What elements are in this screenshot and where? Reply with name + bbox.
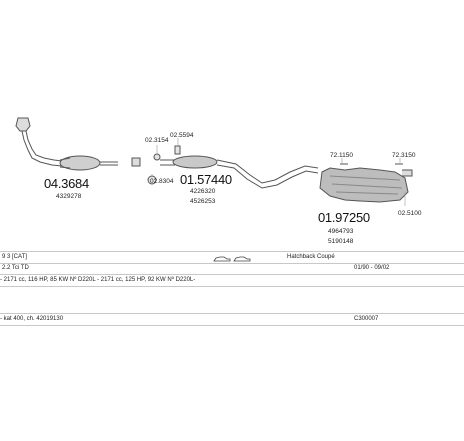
spec-cell: - 2171 cc, 116 HP, 85 KW Nº D220L - 2171… xyxy=(0,277,196,283)
engine-cell: 2.2 Tci TD xyxy=(2,265,29,271)
part-ref-middle-1: 4226320 xyxy=(190,188,216,195)
part-number-front-pipe: 04.3684 xyxy=(44,176,89,191)
part-number-rear-silencer: 01.97250 xyxy=(318,210,370,225)
years-cell: 01/90 - 09/02 xyxy=(354,265,390,271)
table-row xyxy=(0,287,464,314)
front-pipe-body xyxy=(59,155,118,171)
car-body-icon xyxy=(213,256,251,262)
clamp-label-4: 72.1150 xyxy=(330,152,354,159)
clamp-connector xyxy=(131,157,141,167)
code-cell: C300007 xyxy=(354,316,379,322)
table-row: - 2171 cc, 116 HP, 85 KW Nº D220L - 2171… xyxy=(0,275,464,287)
clamp-label-1: 02.3154 xyxy=(145,137,169,144)
middle-silencer xyxy=(160,155,319,189)
body-type-cell: Hatchback Coupé xyxy=(287,254,335,260)
rear-silencer xyxy=(319,163,413,203)
table-row: 9 3 [CAT] Hatchback Coupé xyxy=(0,251,464,264)
leader-lines xyxy=(151,138,406,206)
exhaust-system-diagram xyxy=(15,117,413,206)
table-row: 2.2 Tci TD 01/90 - 09/02 xyxy=(0,263,464,275)
table-row: - kat 400, ch. 42019130 C300007 xyxy=(0,314,464,326)
part-ref-rear-1: 4964793 xyxy=(328,228,354,235)
front-downpipe xyxy=(15,117,63,167)
part-ref-middle-2: 4526253 xyxy=(190,198,216,205)
part-ref-rear-2: 5190148 xyxy=(328,238,354,245)
model-cell: 9 3 [CAT] xyxy=(2,254,27,260)
clamp-label-6: 02.5100 xyxy=(398,210,422,217)
part-number-middle-silencer: 01.57440 xyxy=(180,172,232,187)
clamp-label-3: 02.8304 xyxy=(150,178,174,185)
part-ref-front-pipe: 4329278 xyxy=(56,193,82,200)
kit-cell: - kat 400, ch. 42019130 xyxy=(0,316,64,322)
clamp-label-5: 72.3150 xyxy=(392,152,416,159)
clamp-label-2: 02.5594 xyxy=(170,132,194,139)
